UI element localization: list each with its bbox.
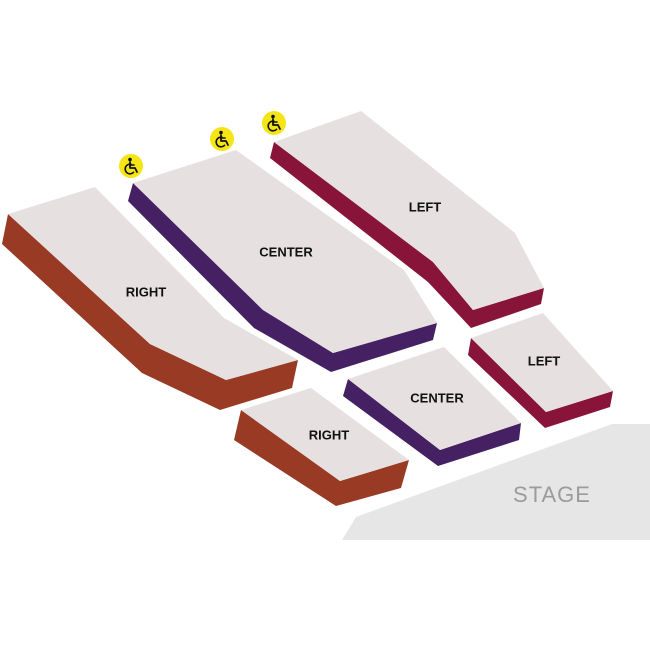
section-right-lower[interactable]: RIGHT [234,388,409,506]
wheelchair-icon[interactable] [119,154,143,178]
section-top [133,150,437,353]
section-left-lower[interactable]: LEFT [468,313,613,428]
section-label: RIGHT [126,284,167,299]
section-side [234,410,409,506]
section-left-upper[interactable]: LEFT [270,111,544,328]
section-right-upper[interactable]: RIGHT [2,187,298,410]
stage-label: STAGE [513,482,591,507]
wheelchair-icon[interactable] [210,127,234,151]
section-side [128,183,437,372]
section-top [274,111,544,310]
section-label: RIGHT [309,427,350,442]
section-top [348,347,521,450]
section-label: LEFT [409,199,442,214]
section-side [343,379,521,466]
section-top [8,187,298,380]
stage: STAGE [342,424,650,540]
section-side [468,338,613,428]
section-label: LEFT [528,353,561,368]
wheelchair-icon[interactable] [262,111,286,135]
section-center-upper[interactable]: CENTER [128,150,437,372]
section-top [241,388,409,481]
section-top [471,313,613,412]
section-side [2,214,298,410]
section-label: CENTER [259,244,313,259]
stage-area [342,424,650,540]
section-center-lower[interactable]: CENTER [343,347,521,466]
accessibility-badges [119,111,286,178]
section-label: CENTER [410,390,464,405]
section-side [270,142,544,328]
